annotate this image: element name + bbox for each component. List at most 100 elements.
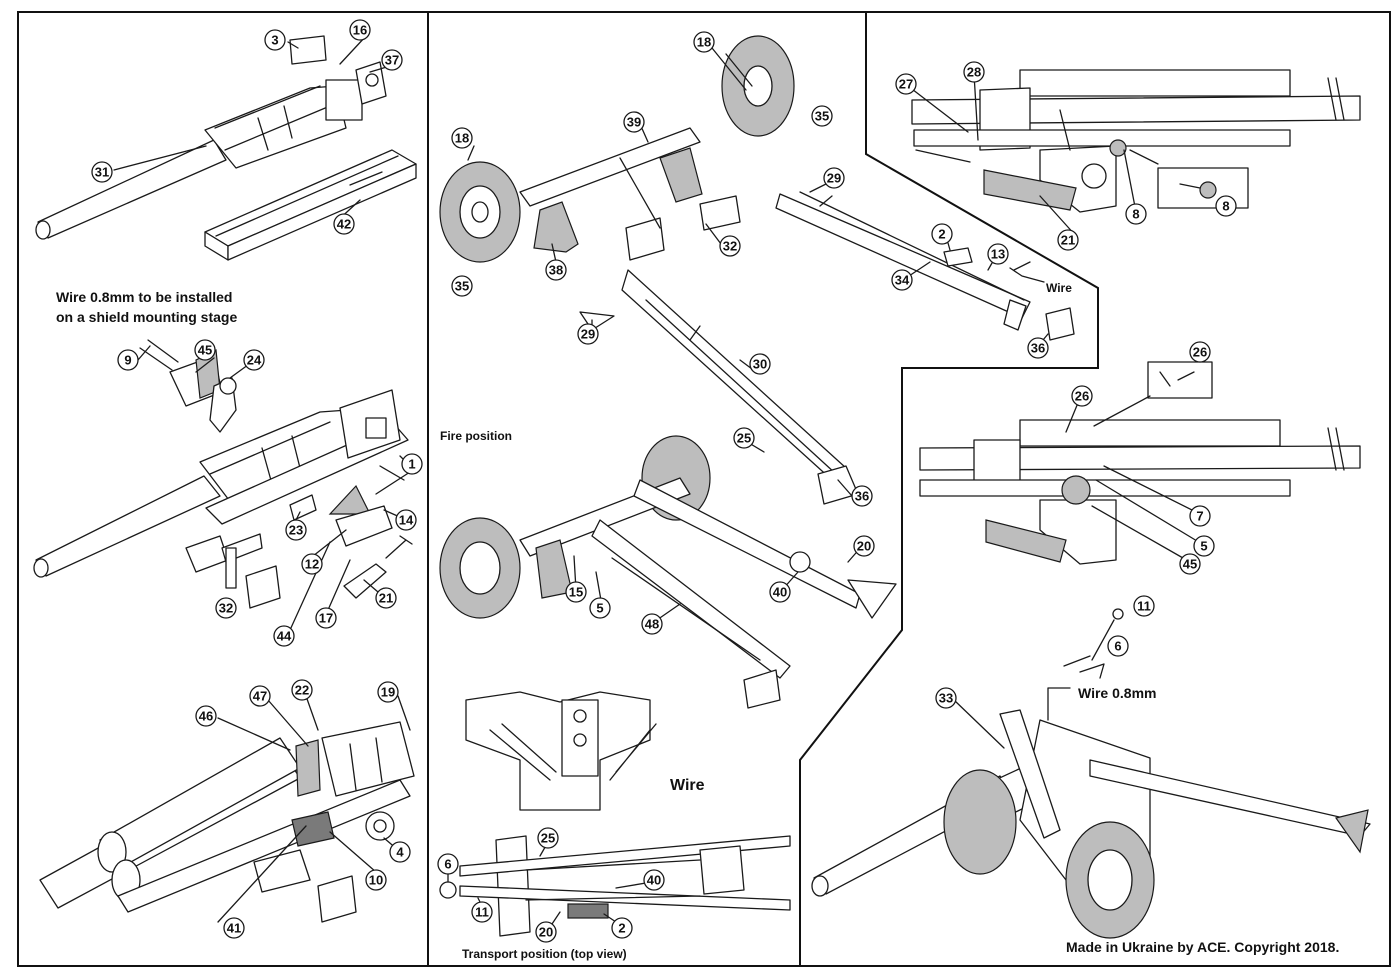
svg-text:29: 29	[827, 171, 841, 186]
svg-text:3: 3	[271, 33, 278, 48]
svg-text:20: 20	[539, 925, 553, 940]
fire-position-label: Fire position	[440, 429, 512, 443]
callout-a-21: 21	[375, 587, 397, 609]
small-parts-drawing	[289, 465, 413, 599]
panel-b	[439, 35, 897, 937]
callout-c-8: 8	[1125, 203, 1147, 225]
callout-a-22: 22	[291, 679, 313, 701]
detail-26-box	[1093, 361, 1213, 427]
callout-b-20-transport: 20	[535, 921, 557, 943]
callout-a-23: 23	[285, 519, 307, 541]
svg-text:47: 47	[253, 689, 267, 704]
complete-gun-drawing	[811, 709, 1371, 939]
svg-text:27: 27	[899, 77, 913, 92]
axle-wheel-drawing	[439, 127, 741, 263]
svg-text:34: 34	[895, 273, 910, 288]
svg-text:5: 5	[596, 601, 603, 616]
svg-text:8: 8	[1222, 199, 1229, 214]
svg-text:36: 36	[1031, 341, 1045, 356]
svg-text:9: 9	[124, 353, 131, 368]
svg-text:48: 48	[645, 617, 659, 632]
text-labels: Wire 0.8mm to be installed on a shield m…	[56, 281, 1339, 961]
panel-f	[811, 608, 1371, 939]
callout-d-13: 13	[987, 243, 1009, 265]
callout-a-47: 47	[249, 685, 271, 707]
svg-text:26: 26	[1193, 345, 1207, 360]
svg-text:24: 24	[247, 353, 262, 368]
callout-a-9: 9	[117, 349, 139, 371]
svg-text:40: 40	[647, 873, 661, 888]
svg-text:8: 8	[1132, 207, 1139, 222]
callout-e-26-box: 26	[1189, 341, 1211, 363]
callout-a-42: 42	[333, 213, 355, 235]
callout-e-5: 5	[1193, 535, 1215, 557]
copyright-footer: Made in Ukraine by ACE. Copyright 2018.	[1066, 939, 1339, 955]
callout-e-45: 45	[1179, 553, 1201, 575]
wire-08-label: Wire 0.8mm	[1078, 685, 1156, 701]
svg-text:10: 10	[369, 873, 383, 888]
callout-b-25: 25	[733, 427, 755, 449]
callout-b-35-top: 35	[811, 105, 833, 127]
svg-text:30: 30	[753, 357, 767, 372]
callout-b-40-transport: 40	[643, 869, 665, 891]
svg-text:12: 12	[305, 557, 319, 572]
svg-text:46: 46	[199, 709, 213, 724]
callout-b-25-transport: 25	[537, 827, 559, 849]
callout-a-3: 3	[264, 29, 286, 51]
callout-d-34: 34	[891, 269, 913, 291]
svg-text:31: 31	[95, 165, 109, 180]
panel-frames	[17, 11, 1391, 967]
mount-32-drawing	[185, 533, 281, 609]
callout-a-1: 1	[401, 453, 423, 475]
svg-text:11: 11	[1137, 599, 1151, 614]
callout-a-31: 31	[91, 161, 113, 183]
callout-f-11: 11	[1133, 595, 1155, 617]
svg-text:26: 26	[1075, 389, 1089, 404]
callout-d-29: 29	[823, 167, 845, 189]
callout-a-17: 17	[315, 607, 337, 629]
svg-text:28: 28	[967, 65, 981, 80]
svg-text:18: 18	[455, 131, 469, 146]
svg-text:6: 6	[444, 857, 451, 872]
svg-text:14: 14	[399, 513, 414, 528]
panel-a	[33, 35, 417, 923]
svg-text:13: 13	[991, 247, 1005, 262]
shield-wire-note-line1: Wire 0.8mm to be installed	[56, 289, 232, 305]
svg-text:35: 35	[815, 109, 829, 124]
svg-text:44: 44	[277, 629, 292, 644]
cradle-42-drawing	[204, 149, 417, 261]
svg-text:20: 20	[857, 539, 871, 554]
svg-text:40: 40	[773, 585, 787, 600]
wire-detail-drawing	[1047, 608, 1124, 721]
svg-text:37: 37	[385, 53, 399, 68]
svg-text:23: 23	[289, 523, 303, 538]
svg-text:32: 32	[723, 239, 737, 254]
svg-text:11: 11	[475, 905, 489, 920]
svg-text:2: 2	[938, 227, 945, 242]
svg-text:21: 21	[379, 591, 393, 606]
svg-text:2: 2	[618, 921, 625, 936]
leader-lines	[113, 35, 1203, 931]
shield-wire-drawing	[465, 691, 657, 811]
callout-a-4: 4	[389, 841, 411, 863]
callout-b-30: 30	[749, 353, 771, 375]
callout-b-39: 39	[623, 111, 645, 133]
svg-text:25: 25	[541, 831, 555, 846]
callout-a-46: 46	[195, 705, 217, 727]
callout-a-45: 45	[194, 339, 216, 361]
callout-b-20: 20	[853, 535, 875, 557]
callouts: 3 16 37 31 42 9 45 24 1 23 14 32 12 21 4…	[91, 19, 1237, 943]
callout-a-24: 24	[243, 349, 265, 371]
svg-text:25: 25	[737, 431, 751, 446]
callout-b-5: 5	[589, 597, 611, 619]
callout-b-29: 29	[577, 323, 599, 345]
shield-bracket-drawing	[139, 339, 237, 433]
barrel-cradle-assembly-drawing	[33, 389, 409, 578]
svg-text:17: 17	[319, 611, 333, 626]
breech-assembly-drawing	[39, 721, 415, 923]
transport-position-label: Transport position (top view)	[462, 947, 627, 961]
panel-e	[919, 361, 1361, 565]
trail-arm-34-drawing	[775, 191, 1075, 341]
svg-text:15: 15	[569, 585, 583, 600]
